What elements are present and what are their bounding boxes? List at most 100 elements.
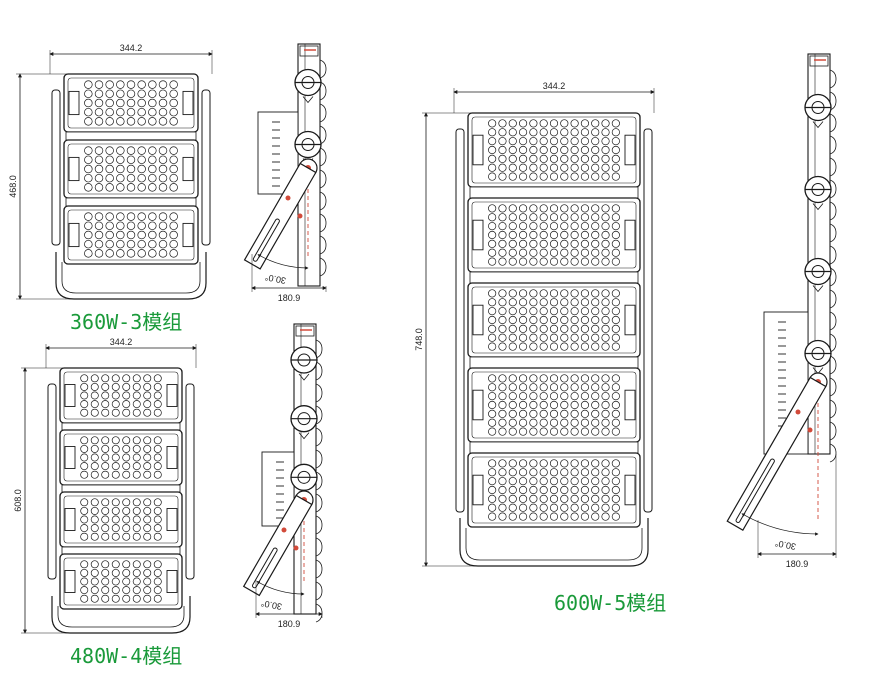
led-lens (90, 568, 99, 577)
led-lens (488, 477, 497, 486)
led-lens (611, 307, 620, 316)
module-inner-frame (471, 371, 637, 439)
led-lens (84, 107, 93, 117)
angle-label: 30.0° (774, 538, 797, 552)
led-lens (158, 107, 168, 117)
led-lens (132, 568, 141, 577)
led-lens (132, 408, 141, 417)
led-lens (529, 128, 538, 137)
led-lens (560, 459, 569, 468)
led-lens (143, 444, 152, 453)
angle-arc (256, 581, 305, 596)
led-lens (539, 163, 548, 172)
led-lens (90, 560, 99, 569)
led-lens (84, 212, 93, 221)
caption-360w: 360W-3模组 (70, 310, 183, 334)
led-lens (488, 204, 497, 213)
led-lens (508, 400, 517, 410)
led-lens (539, 128, 548, 137)
led-lens (591, 400, 600, 410)
led-lens (539, 418, 548, 427)
led-lens (601, 459, 610, 468)
knob-tab (812, 285, 824, 293)
led-lens (111, 444, 120, 453)
led-lens (84, 221, 93, 231)
led-lens (529, 239, 538, 248)
led-lens (122, 586, 131, 595)
cooling-fin (319, 213, 327, 233)
led-lens (148, 212, 157, 221)
led-lens (508, 154, 517, 163)
led-lens (519, 315, 528, 325)
led-lens (529, 409, 538, 418)
rail-cap (809, 55, 829, 67)
led-lens (560, 392, 569, 401)
led-lens (591, 172, 600, 181)
led-lens (560, 485, 569, 495)
led-lens (570, 494, 579, 503)
led-lens (498, 333, 507, 342)
led-lens (519, 333, 528, 342)
led-lens (560, 333, 569, 342)
led-lens (94, 155, 104, 165)
led-lens (111, 436, 120, 445)
cooling-fin (315, 471, 323, 491)
led-lens (122, 408, 131, 417)
led-lens (591, 324, 600, 333)
led-lens (580, 383, 589, 392)
led-lens (137, 155, 146, 165)
led-lens (519, 163, 528, 172)
led-lens (153, 515, 162, 524)
led-module (59, 553, 183, 610)
led-lens (570, 409, 579, 418)
led-lens (508, 459, 517, 468)
led-lens (549, 307, 559, 316)
led-lens (549, 248, 559, 257)
led-lens (498, 163, 507, 172)
led-lens (560, 128, 569, 137)
led-lens (90, 391, 99, 400)
led-lens (132, 586, 141, 595)
led-lens (80, 577, 89, 586)
led-lens (529, 307, 538, 316)
led-lens (153, 444, 162, 453)
led-lens (580, 400, 589, 410)
led-lens (498, 468, 507, 477)
led-lens (570, 257, 579, 266)
led-lens (570, 400, 579, 410)
led-lens (143, 498, 152, 507)
led-lens (560, 154, 569, 163)
led-lens (137, 89, 146, 99)
led-lens (591, 145, 600, 155)
led-lens (488, 172, 497, 181)
module-inner-frame (471, 116, 637, 184)
led-lens (611, 154, 620, 163)
led-lens (549, 163, 559, 172)
led-lens (488, 459, 497, 468)
led-lens (549, 342, 559, 351)
led-lens (498, 374, 507, 383)
led-lens (529, 298, 538, 307)
led-lens (570, 248, 579, 257)
mount-hole (297, 213, 303, 219)
led-lens (549, 468, 559, 477)
led-lens (529, 400, 538, 410)
led-lens (611, 512, 620, 521)
led-lens (158, 146, 168, 155)
module-clip-left (68, 90, 80, 116)
led-lens (549, 512, 559, 521)
led-lens (549, 374, 559, 383)
led-lens (601, 342, 610, 351)
bracket-arm-right (643, 128, 653, 513)
led-lens (570, 307, 579, 316)
led-lens (488, 128, 497, 137)
led-lens (611, 418, 620, 427)
led-lens (101, 577, 110, 586)
angle-arc (741, 513, 819, 536)
led-lens (591, 333, 600, 342)
led-lens (591, 213, 600, 222)
led-lens (488, 400, 497, 410)
led-lens (84, 230, 93, 240)
led-lens (570, 503, 579, 512)
led-lens (519, 427, 528, 436)
